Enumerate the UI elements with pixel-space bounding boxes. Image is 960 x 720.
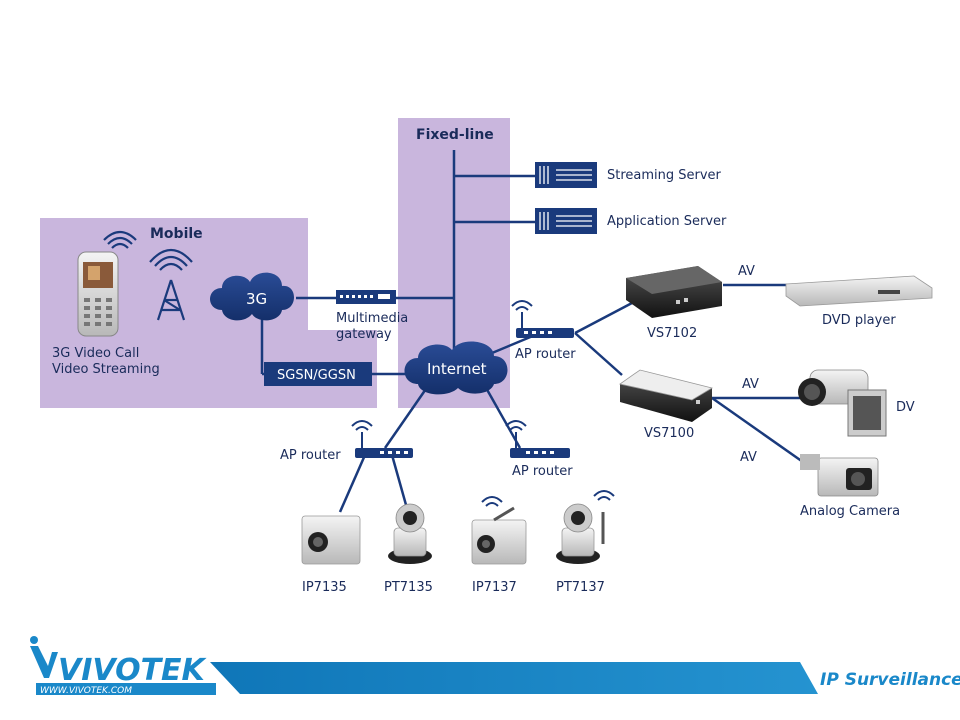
pt7137-label: PT7137 [556,580,605,595]
svg-text:Multimedia gateway: Multimedia gateway [336,311,412,342]
multimedia-gateway-icon [336,290,396,304]
mobile-label: Mobile [150,226,203,242]
brand-name: VIVOTEK [58,653,208,688]
ap-router-left-label: AP router [280,448,341,463]
brand-url: WWW.VIVOTEK.COM [40,686,132,696]
ip7135-camera-icon [301,515,361,565]
streaming-server-label: Streaming Server [607,168,722,183]
av-link-label-3: AV [740,450,757,465]
vivotek-logo-mark [30,636,58,678]
fixed-line-label: Fixed-line [416,127,494,143]
phone-caption-line2: Video Streaming [52,362,160,377]
ap-router-right-label: AP router [515,347,576,362]
internet-cloud-label: Internet [427,360,487,378]
3g-cloud-icon [210,272,294,321]
analog-camera-label: Analog Camera [800,504,900,519]
internet-cloud-icon [404,341,508,395]
vs7102-video-server-icon [626,266,722,318]
gateway-label-line1: Multimedia [336,311,408,326]
pt7137-camera-icon [556,503,605,564]
3g-cloud-label: 3G [246,290,267,308]
application-server-label: Application Server [607,214,727,229]
phone-caption-line1: 3G Video Call [52,346,139,361]
ip7137-label: IP7137 [472,580,517,595]
vs7100-label: VS7100 [644,426,694,441]
sgsn-ggsn-box [264,362,372,386]
av-link-label-2: AV [742,377,759,392]
phone-wireless-icon [103,230,137,249]
dv-label: DV [896,400,915,415]
analog-camera-icon [800,454,879,497]
mobile-phone-icon [77,251,119,337]
ap-router-left-icon [351,420,413,458]
pt7137-wireless-icon [593,490,615,501]
ip7137-camera-icon [471,506,527,565]
application-server-icon [535,208,597,234]
pt7135-camera-icon [388,503,432,564]
dv-camcorder-icon [798,369,887,437]
ip7135-label: IP7135 [302,580,347,595]
vs7102-label: VS7102 [647,326,697,341]
dvd-player-label: DVD player [822,313,896,328]
tagline: IP Surveillance [820,670,960,690]
ap-router-bottom-icon [505,420,570,458]
dvd-player-icon [785,275,933,307]
ap-router-right-icon [511,300,574,338]
vs7100-video-server-icon [619,369,714,422]
ap-router-bottom-label: AP router [512,464,573,479]
streaming-server-icon [535,162,597,188]
footer: VIVOTEK WWW.VIVOTEK.COM IP Surveillance [0,636,960,696]
cell-tower-icon [149,248,193,321]
gateway-label-line2: gateway [336,327,392,342]
sgsn-ggsn-label: SGSN/GGSN [277,368,356,383]
av-link-label-1: AV [738,264,755,279]
pt7135-label: PT7135 [384,580,433,595]
ip7137-wireless-icon [481,496,503,507]
svg-text:3G Video Call Video Stream: 3G Video Call Video Streaming [52,346,160,377]
